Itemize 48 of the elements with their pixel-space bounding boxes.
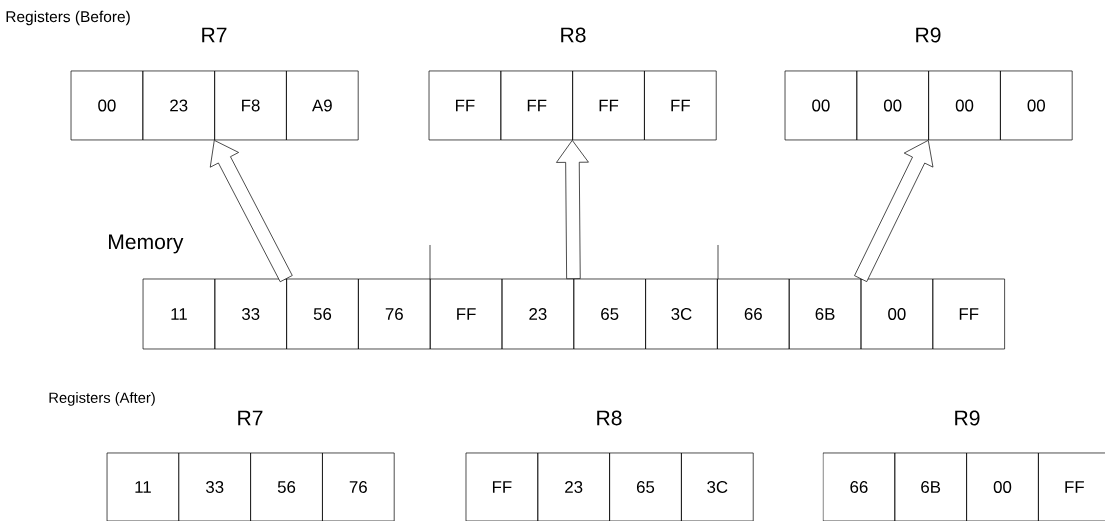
block-arrow (556, 139, 589, 280)
register-cell: 76 (322, 452, 395, 521)
register-cell: F8 (214, 70, 287, 141)
register-cell: 33 (178, 452, 251, 521)
register-cell: 00 (860, 278, 934, 350)
register-cell: FF (465, 452, 539, 521)
text-label: Memory (109, 234, 184, 254)
register-cell: 23 (501, 278, 575, 350)
register-cell: 23 (142, 70, 215, 141)
register-cell: 00 (1000, 70, 1073, 141)
register-cell: FF (932, 278, 1005, 350)
register-cell: 33 (214, 278, 287, 350)
text-label: R8 (597, 410, 622, 426)
register-cell: FF (572, 70, 645, 141)
register-cell: 00 (856, 70, 929, 141)
register-cell: 56 (286, 278, 359, 350)
block-arrow (854, 139, 934, 282)
block-arrow (209, 139, 293, 283)
register-cell: 00 (928, 70, 1001, 141)
register-cell: 23 (537, 452, 610, 521)
text-label: R9 (955, 410, 980, 426)
register-cell: 3C (681, 452, 754, 521)
register-cell: FF (500, 70, 573, 141)
text-label: R7 (238, 410, 263, 426)
register-cell: 76 (358, 278, 431, 350)
register-cell: 6B (894, 452, 967, 521)
text-label: Registers (Before) (6, 10, 130, 26)
register-cell: 65 (609, 452, 682, 521)
register-cell: 00 (966, 452, 1039, 521)
text-label: R7 (202, 27, 227, 43)
register-cell: 00 (784, 70, 858, 141)
register-cell: FF (428, 70, 502, 141)
register-cell: 66 (822, 452, 896, 521)
register-cell: FF (644, 70, 717, 141)
register-cell: 00 (70, 70, 144, 141)
register-cell: FF (429, 278, 503, 350)
register-cell: 56 (250, 452, 323, 521)
register-cell: A9 (286, 70, 359, 141)
register-cell: 66 (717, 278, 790, 350)
register-cell: FF (1038, 452, 1105, 521)
register-cell: 3C (645, 278, 718, 350)
text-label: R8 (561, 27, 586, 43)
register-cell: 11 (142, 278, 216, 350)
text-label: Registers (After) (49, 392, 155, 406)
register-cell: 65 (573, 278, 646, 350)
register-cell: 6B (788, 278, 862, 350)
text-label: R9 (916, 27, 941, 43)
register-cell: 11 (106, 452, 180, 521)
